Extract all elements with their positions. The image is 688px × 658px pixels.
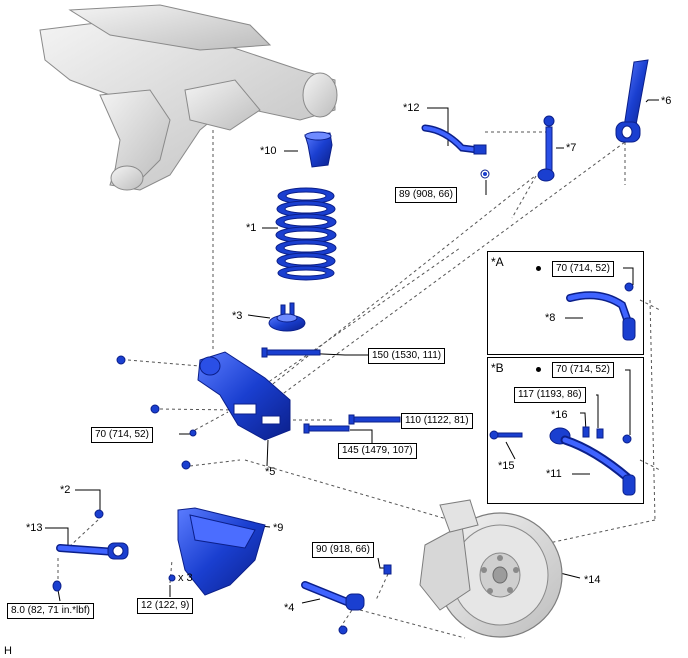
stabilizer-bar: [421, 124, 490, 179]
lower-arm-fasteners: [116, 347, 401, 470]
part-label-5: *5: [265, 466, 276, 478]
bump-stopper: [304, 131, 333, 168]
part-label-13: *13: [26, 522, 43, 534]
rear-strut-rod: [301, 564, 392, 635]
part-label-4: *4: [284, 602, 295, 614]
coil-spring: [275, 187, 337, 281]
dashed-leader-lines: [57, 130, 661, 639]
figure-code: H: [4, 645, 12, 657]
part-label-8: *8: [545, 312, 556, 324]
lower-arm-cover: [168, 507, 266, 596]
torque-110: 110 (1122, 81): [401, 413, 473, 429]
part-label-3: *3: [232, 310, 243, 322]
part-label-12: *12: [403, 102, 420, 114]
part-label-16: *16: [551, 409, 568, 421]
part-label-6: *6: [661, 95, 672, 107]
part-label-15: *15: [498, 460, 515, 472]
part-label-7: *7: [566, 142, 577, 154]
torque-117: 117 (1193, 86): [514, 387, 586, 403]
toe-control-arm: [52, 509, 129, 592]
upper-arm-b: [489, 426, 636, 496]
detail-a-title: *A: [491, 255, 504, 269]
part-label-2: *2: [60, 484, 71, 496]
lower-arm: [197, 351, 291, 441]
spring-seat: [268, 302, 306, 332]
part-label-11: *11: [546, 468, 562, 480]
part-label-1: *1: [246, 222, 257, 234]
torque-70-b: 70 (714, 52): [552, 362, 614, 378]
part-label-10: *10: [260, 145, 277, 157]
torque-145: 145 (1479, 107): [338, 443, 417, 459]
torque-89: 89 (908, 66): [395, 187, 457, 203]
bullet-dot-b: [536, 367, 541, 372]
torque-150: 150 (1530, 111): [368, 348, 446, 364]
upper-arm-a: [566, 282, 636, 341]
bullet-dot-a: [536, 266, 541, 271]
rear-subframe: [39, 4, 338, 191]
torque-90: 90 (918, 66): [312, 542, 374, 558]
torque-70-a: 70 (714, 52): [552, 261, 614, 277]
torque-70-c: 70 (714, 52): [91, 427, 153, 443]
torque-8: 8.0 (82, 71 in.*lbf): [7, 603, 94, 619]
detail-box-b: [487, 357, 644, 504]
detail-b-title: *B: [491, 361, 504, 375]
part-label-9: *9: [273, 522, 284, 534]
rear-axle-hub-assembly: [419, 499, 563, 638]
part-label-14: *14: [584, 574, 601, 586]
quantity-note: x 3: [178, 572, 193, 584]
detail-box-a: [487, 251, 644, 355]
torque-12: 12 (122, 9): [137, 598, 194, 614]
stabilizer-link: [537, 115, 555, 182]
shock-absorber: [615, 59, 649, 143]
